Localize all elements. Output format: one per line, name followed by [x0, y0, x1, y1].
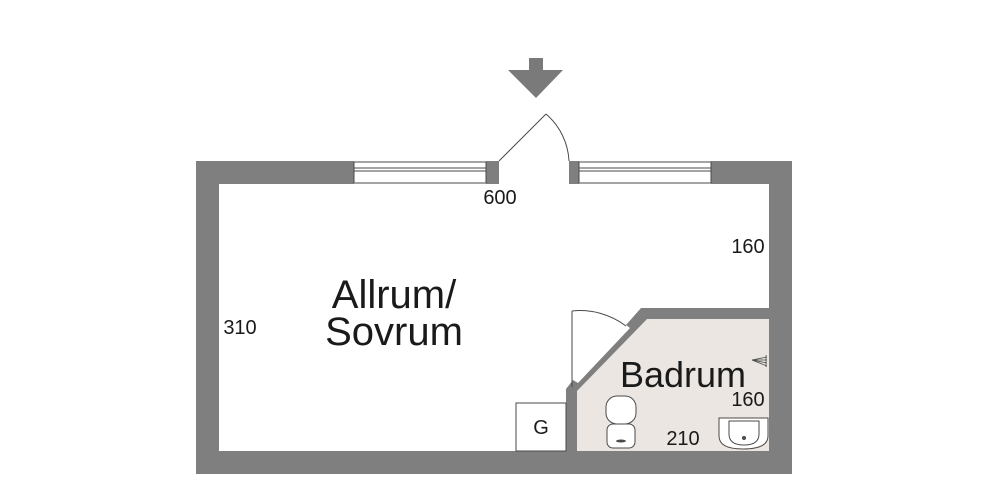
g-box — [515, 402, 567, 452]
room-label-living-line2: Sovrum — [325, 310, 463, 354]
entrance-door — [498, 113, 570, 162]
window-left — [353, 161, 487, 184]
vent-icon — [751, 355, 768, 367]
arrow-down-icon — [508, 58, 563, 98]
window-right — [578, 161, 712, 184]
bathroom-door — [571, 310, 627, 387]
bathroom-wall — [566, 308, 769, 451]
toilet-icon — [605, 395, 637, 449]
dimension-bath-width: 210 — [666, 428, 699, 450]
sink-icon — [718, 417, 769, 450]
dimension-top-width: 600 — [483, 187, 516, 209]
outer-walls — [196, 161, 792, 474]
dimension-right-upper: 160 — [731, 236, 764, 258]
room-label-living-line1: Allrum/ — [332, 273, 457, 317]
dimension-left-height: 310 — [223, 317, 256, 339]
room-label-bathroom: Badrum — [620, 354, 746, 395]
dimension-bath-height: 160 — [731, 389, 764, 411]
g-box-label: G — [533, 417, 549, 439]
